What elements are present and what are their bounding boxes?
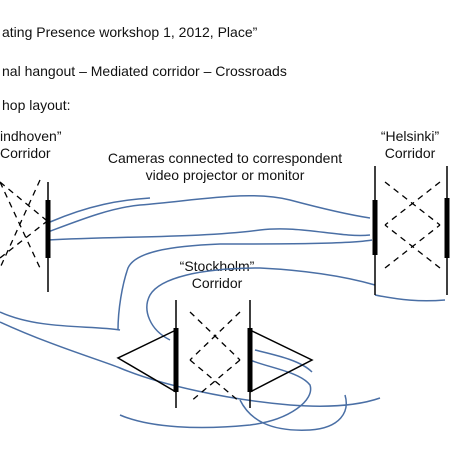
helsinki-crossing-dashes (384, 181, 441, 269)
cable-stockholm-loop (119, 349, 313, 429)
eindhoven-corridor-label: Corridor (0, 145, 51, 161)
eindhoven-corridor (0, 179, 51, 292)
cable-eindhoven-helsinki (47, 194, 371, 241)
stockholm-camera-left-cone (116, 329, 177, 393)
helsinki-corridor (372, 166, 450, 295)
eindhoven-crossing-dashes (0, 179, 47, 269)
eindhoven-name-label: indhoven” (0, 128, 62, 144)
stockholm-corridor (116, 300, 314, 408)
stockholm-corridor-label: Corridor (191, 275, 243, 291)
stockholm-name-label: “Stockholm” (179, 258, 255, 274)
cable-connections (0, 194, 446, 431)
cable-helsinki-stockholm (117, 239, 446, 341)
stockholm-camera-right-cone (249, 329, 314, 393)
stockholm-crossing-dashes (189, 311, 241, 403)
helsinki-corridor-label: Corridor (384, 145, 436, 161)
cable-stockholm-eindhoven (0, 311, 381, 431)
header-line-1: ating Presence workshop 1, 2012, Place” (2, 24, 258, 40)
cameras-label-line-1: Cameras connected to correspondent (107, 150, 343, 166)
helsinki-name-label: “Helsinki” (380, 128, 440, 144)
header-line-3: hop layout: (2, 97, 71, 113)
header-line-2: nal hangout – Mediated corridor – Crossr… (2, 63, 287, 79)
cameras-label-line-2: video projector or monitor (145, 167, 305, 183)
